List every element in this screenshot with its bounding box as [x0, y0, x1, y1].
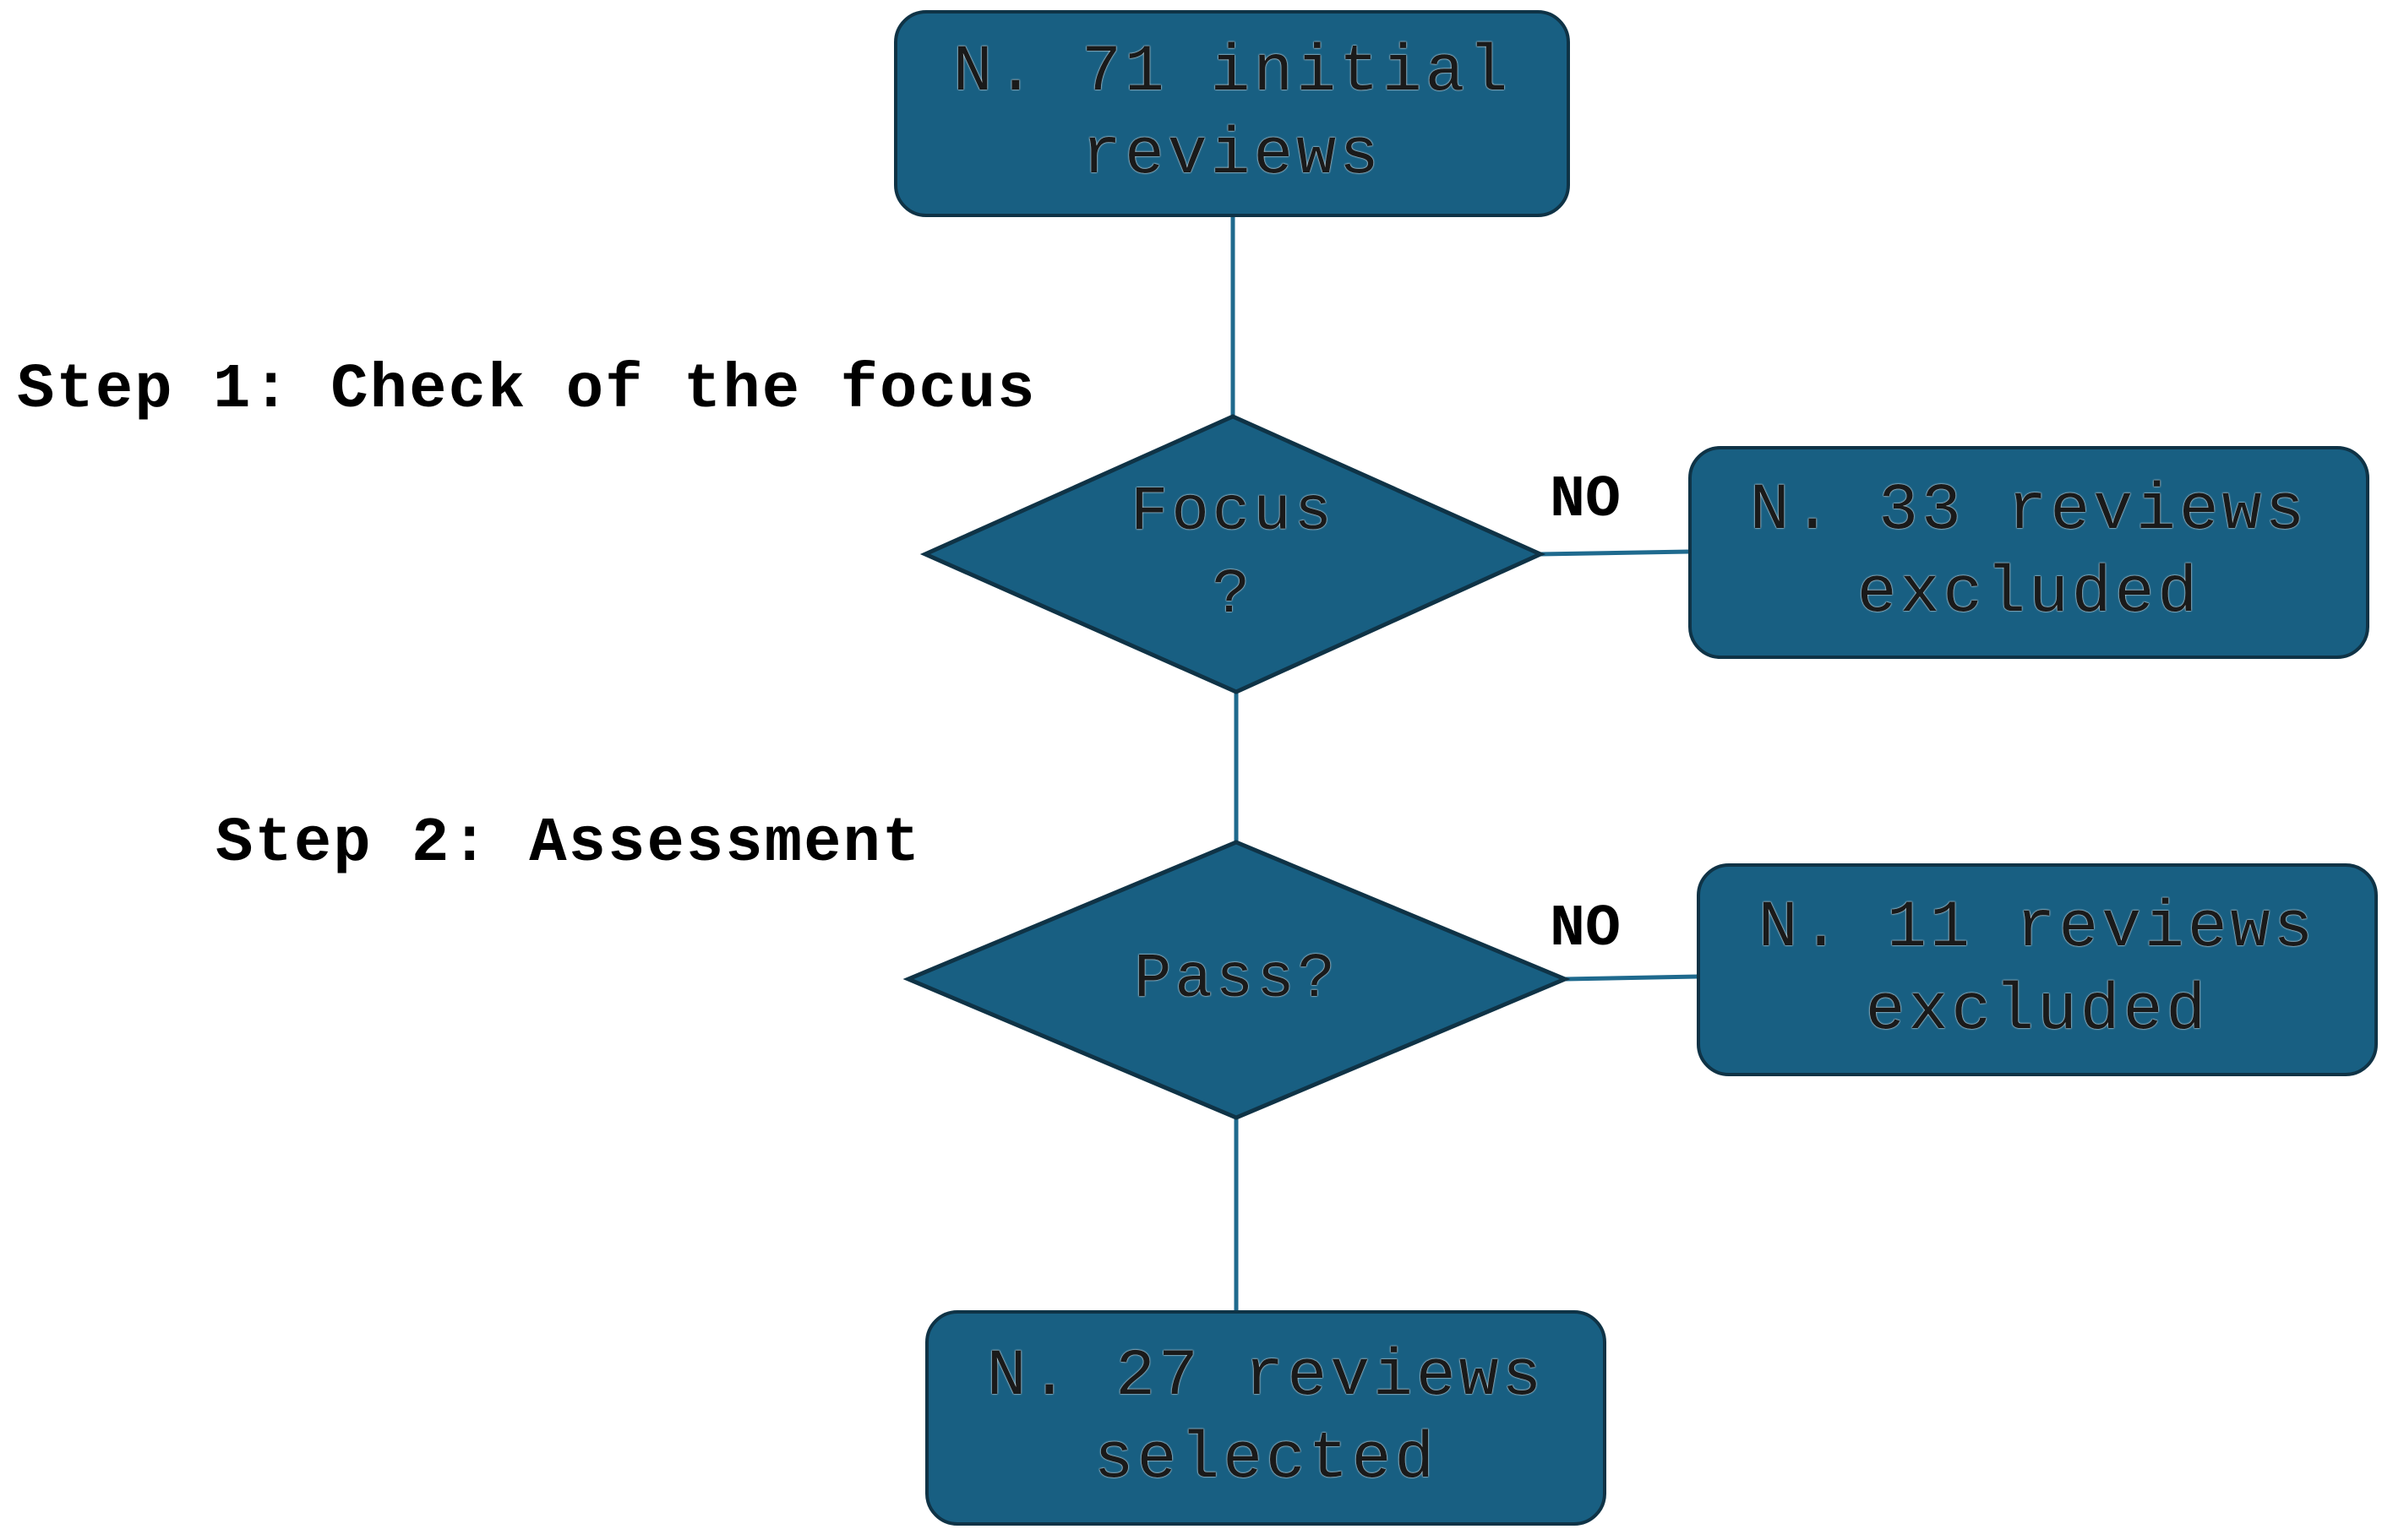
decision-focus-text: Focus ? [1064, 470, 1402, 639]
selected-node: N. 27 reviews selected [925, 1310, 1606, 1526]
start-node: N. 71 initial reviews [894, 10, 1570, 217]
step-2-label: Step 2: Assessment [215, 808, 922, 879]
decision-pass-line-1: Pass? [1133, 944, 1339, 1015]
decision-pass-text: Pass? [1067, 938, 1405, 1022]
connector-focus-no [1540, 549, 1690, 557]
excluded-focus-line-1: N. 33 reviews [1749, 474, 2309, 548]
selected-node-line-2: selected [1093, 1422, 1438, 1497]
excluded-pass-line-2: excluded [1865, 974, 2210, 1048]
connector-pass-no [1564, 974, 1698, 982]
decision-focus-line-2: ? [1212, 560, 1254, 631]
decision-focus-diamond [919, 414, 1546, 694]
pass-no-label: NO [1550, 896, 1622, 963]
focus-no-label: NO [1550, 467, 1622, 534]
start-node-line-1: N. 71 initial [952, 35, 1512, 110]
decision-focus-line-1: Focus [1130, 477, 1336, 548]
excluded-pass-node: N. 11 reviews excluded [1697, 863, 2378, 1076]
selected-node-line-1: N. 27 reviews [986, 1339, 1545, 1414]
start-node-line-2: reviews [1082, 117, 1382, 193]
excluded-pass-line-1: N. 11 reviews [1758, 891, 2317, 966]
excluded-focus-line-2: excluded [1856, 557, 2201, 631]
decision-pass-diamond [902, 840, 1571, 1120]
step-1-label: Step 1: Check of the focus [17, 355, 1037, 426]
excluded-focus-node: N. 33 reviews excluded [1688, 446, 2369, 659]
